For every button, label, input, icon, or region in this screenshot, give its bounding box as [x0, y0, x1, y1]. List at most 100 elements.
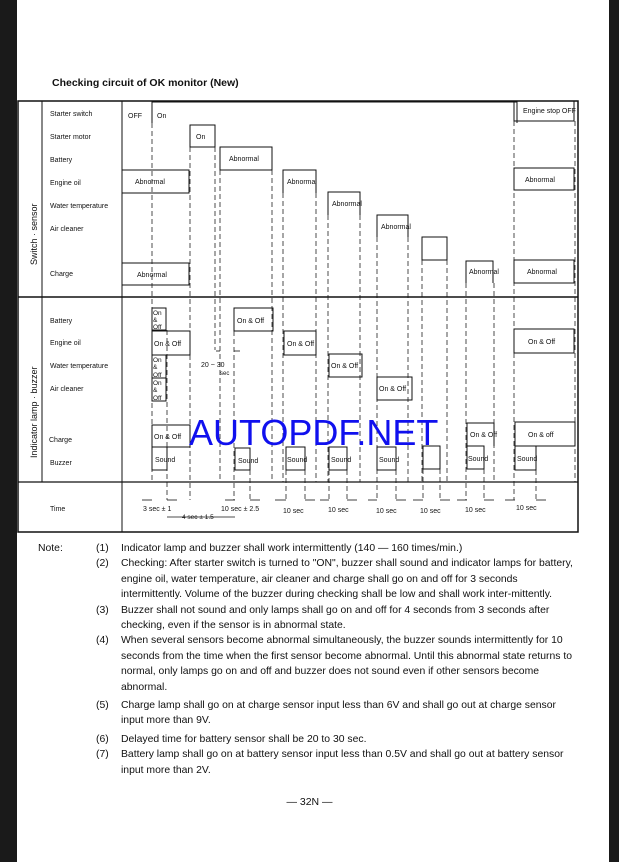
ac-amp: & — [153, 387, 158, 394]
notes: Note: (1) Indicator lamp and buzzer shall … — [38, 541, 578, 778]
wt-on: On — [153, 357, 162, 364]
watermark: AUTOPDF.NET — [189, 412, 438, 453]
buzzer-sound-1: Sound — [155, 457, 175, 464]
time-10sec-2.5: 10 sec ± 2.5 — [221, 506, 259, 513]
state-labels: OFF On Engine stop OFF On Abnormal Abnor… — [128, 108, 576, 465]
note-number: (2) — [96, 558, 109, 570]
note-item: Note: (1) Indicator lamp and buzzer shall … — [38, 541, 578, 556]
time-3sec: 3 sec ± 1 — [143, 506, 171, 513]
timing-labels: 20 ~ 30 sec 3 sec ± 1 4 sec ± 1.5 10 sec… — [143, 362, 537, 521]
note-text: Charge lamp shall go on at charge sensor… — [121, 700, 556, 727]
section-indicator: Indicator lamp · buzzer — [29, 366, 39, 458]
starter-off: OFF — [128, 113, 142, 120]
row-labels: Starter switch Starter motor Battery Eng… — [49, 111, 108, 513]
dashed-guides — [151, 121, 576, 500]
air-abnormal: Abnormal — [381, 224, 411, 231]
section-switch-sensor: Switch · sensor — [29, 203, 39, 265]
note-head — [38, 556, 96, 602]
note-text: When several sensors become abnormal sim… — [121, 635, 573, 693]
time-10sec-4: 10 sec — [420, 508, 441, 515]
row-water-temperature: Water temperature — [50, 203, 108, 210]
note-number: (3) — [96, 604, 109, 616]
charge-onoff-2: On & Off — [470, 432, 497, 439]
charge-onoff-3: On & off — [528, 432, 554, 439]
note-item: (3) Buzzer shall not sound and only lamps… — [38, 603, 578, 634]
water-abnormal: Abnormal — [332, 201, 362, 208]
starter-on: On — [157, 113, 166, 120]
diagram-title: Checking circuit of OK monitor (New) — [52, 77, 239, 89]
delay-unit: sec — [220, 371, 229, 377]
oil-onoff-2: On & Off — [287, 341, 314, 348]
air-onoff: On & Off — [379, 386, 406, 393]
note-head — [38, 698, 96, 729]
row-ind-charge: Charge — [49, 437, 72, 444]
time-4sec: 4 sec ± 1.5 — [182, 514, 214, 521]
scan-border-right — [609, 0, 619, 862]
scan-border-left — [0, 0, 17, 862]
note-head — [38, 747, 96, 778]
row-ind-air-cleaner: Air cleaner — [50, 386, 84, 393]
ac-on: On — [153, 380, 162, 387]
water-onoff: On & Off — [331, 363, 358, 370]
oil-abnormal-1: Abnormal — [135, 179, 165, 186]
note-item: (5) Charge lamp shall go on at charge sen… — [38, 698, 578, 729]
bat-onoff: On & Off — [237, 318, 264, 325]
row-engine-oil: Engine oil — [50, 180, 81, 187]
note-text: Delayed time for battery sensor shall be… — [121, 733, 367, 745]
oil-onoff-1: On & Off — [154, 341, 181, 348]
note-item: (6) Delayed time for battery sensor shall… — [38, 732, 578, 747]
note-text: Buzzer shall not sound and only lamps sh… — [121, 604, 550, 632]
oil-onoff-3: On & Off — [528, 339, 555, 346]
row-time: Time — [50, 506, 65, 513]
note-item: (2) Checking: After starter switch is tur… — [38, 556, 578, 602]
buzzer-sound-6: Sound — [468, 456, 488, 463]
time-10sec-6: 10 sec — [516, 505, 537, 512]
note-text: Battery lamp shall go on at battery sens… — [121, 749, 564, 776]
time-10sec-2: 10 sec — [328, 507, 349, 514]
battery-abnormal: Abnormal — [229, 156, 259, 163]
note-number: (1) — [96, 543, 109, 554]
note-number: (5) — [96, 700, 109, 712]
charge-abnormal-1: Abnormal — [137, 272, 167, 279]
row-air-cleaner: Air cleaner — [50, 226, 84, 233]
page-number: — 32N — — [286, 796, 333, 808]
note-text: Indicator lamp and buzzer shall work int… — [121, 543, 463, 554]
row-ind-battery: Battery — [50, 318, 73, 325]
state-boxes — [121, 100, 576, 471]
note-number: (7) — [96, 749, 109, 761]
timing-markers — [142, 350, 546, 518]
note-text: Checking: After starter switch is turned… — [121, 558, 573, 601]
row-buzzer: Buzzer — [50, 460, 72, 467]
time-10sec-3: 10 sec — [376, 508, 397, 515]
buzzer-sound-5: Sound — [379, 457, 399, 464]
time-10sec-1: 10 sec — [283, 508, 304, 515]
row-ind-water-temperature: Water temperature — [50, 363, 108, 370]
wt-amp: & — [153, 364, 158, 371]
oil-abnormal-3: Abnormal — [525, 177, 555, 184]
note-item: (4) When several sensors become abnormal … — [38, 633, 578, 695]
note-head: Note: — [38, 543, 63, 554]
engine-stop-off: Engine stop OFF — [523, 108, 576, 115]
bat-amp: & — [153, 317, 158, 324]
note-head — [38, 633, 96, 695]
note-number: (4) — [96, 635, 109, 647]
bat-off: Off — [153, 324, 162, 331]
wt-off: Off — [153, 372, 162, 379]
row-ind-engine-oil: Engine oil — [50, 340, 81, 347]
delay-label: 20 ~ 30 — [201, 362, 225, 369]
note-number: (6) — [96, 733, 109, 745]
row-starter-switch: Starter switch — [50, 111, 93, 118]
oil-abnormal-2: Abnormal — [287, 179, 317, 186]
note-head — [38, 732, 96, 747]
ac-off: Off — [153, 395, 162, 402]
charge-abnormal-2: Abnormal — [469, 269, 499, 276]
buzzer-sound-7: Sound — [517, 456, 537, 463]
note-item: (7) Battery lamp shall go on at battery s… — [38, 747, 578, 778]
time-10sec-5: 10 sec — [465, 507, 486, 514]
charge-onoff-1: On & Off — [154, 434, 181, 441]
row-starter-motor: Starter motor — [50, 134, 92, 141]
motor-on: On — [196, 134, 205, 141]
row-charge: Charge — [50, 271, 73, 278]
buzzer-sound-2: Sound — [238, 458, 258, 465]
